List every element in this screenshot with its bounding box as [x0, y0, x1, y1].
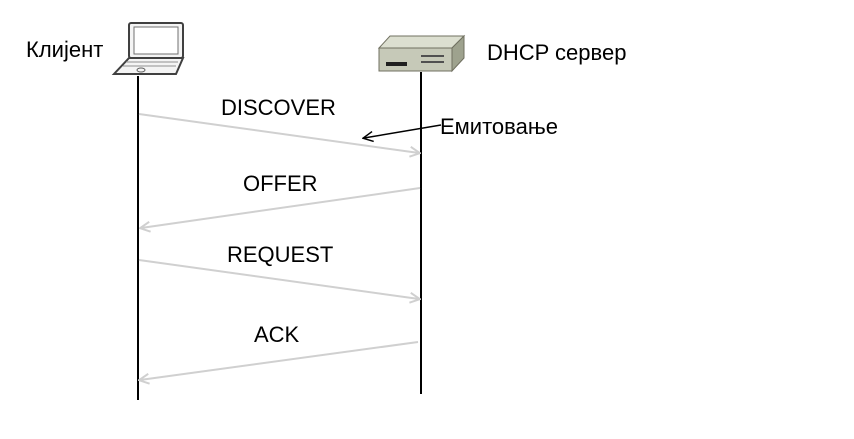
- server-participant: DHCP сервер: [377, 34, 626, 73]
- message-offer: OFFER: [141, 171, 421, 228]
- client-participant: Клијент: [26, 22, 185, 75]
- server-label: DHCP сервер: [487, 40, 626, 65]
- broadcast-pointer-arrow: [364, 124, 442, 138]
- ack-arrow: [140, 341, 419, 380]
- offer-arrow: [141, 187, 421, 228]
- offer-label: OFFER: [243, 171, 318, 196]
- server-icon: [377, 34, 466, 73]
- message-ack: ACK: [140, 322, 419, 380]
- broadcast-label: Емитовање: [440, 114, 558, 139]
- request-label: REQUEST: [227, 242, 333, 267]
- broadcast-annotation: Емитовање: [364, 114, 558, 139]
- discover-arrow: [138, 113, 419, 153]
- ack-label: ACK: [254, 322, 300, 347]
- discover-label: DISCOVER: [221, 95, 336, 120]
- message-discover: DISCOVER: [138, 95, 419, 153]
- client-label: Клијент: [26, 37, 103, 62]
- request-arrow: [138, 259, 419, 299]
- laptop-icon: [111, 22, 185, 75]
- message-request: REQUEST: [138, 242, 419, 299]
